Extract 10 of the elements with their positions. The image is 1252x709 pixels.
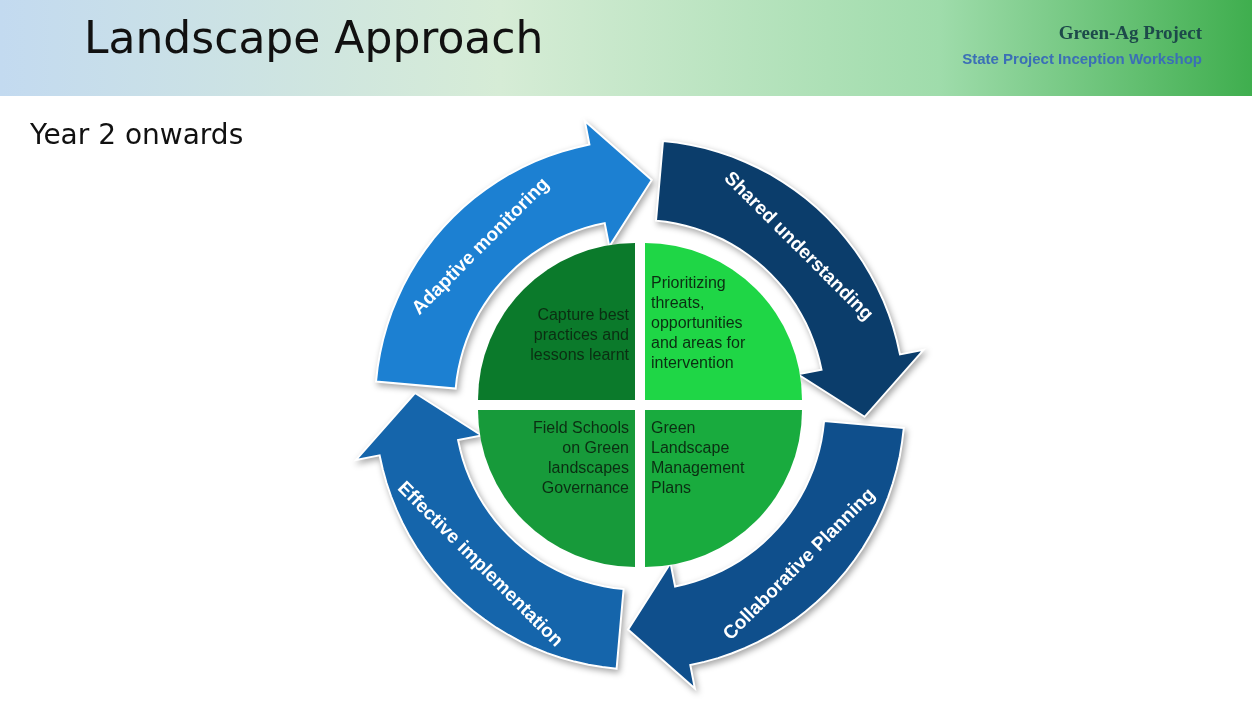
- ring-segment: [628, 421, 904, 689]
- step-text: Green Landscape Management Plans: [651, 418, 746, 498]
- subtitle: Year 2 onwards: [30, 118, 244, 151]
- step-text: Capture best practices and lessons learnt: [529, 305, 629, 365]
- slide-title: Landscape Approach: [84, 14, 544, 63]
- ring-segment: [376, 121, 652, 389]
- workshop-subtitle: State Project Inception Workshop: [962, 50, 1202, 67]
- step-text: Field Schools on Green landscapes Governance: [531, 418, 629, 498]
- step-text: Prioritizing threats, opportunities and areas for intervention: [651, 273, 747, 373]
- project-name: Green-Ag Project: [1058, 22, 1202, 44]
